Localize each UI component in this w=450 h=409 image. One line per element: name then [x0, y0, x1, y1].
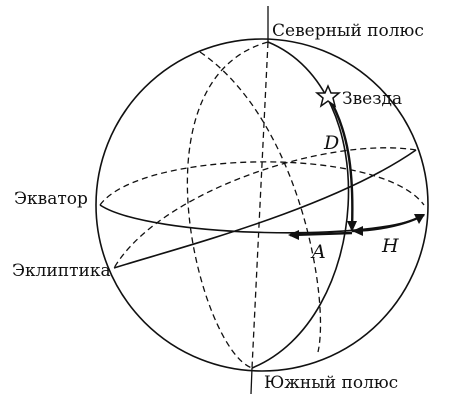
equator-back [99, 161, 425, 206]
ecliptic-label: Эклиптика [12, 261, 111, 281]
star-outline-icon [314, 84, 342, 108]
celestial-sphere [95, 38, 429, 372]
star-label: Звезда [342, 89, 402, 109]
ecliptic-back [113, 147, 417, 269]
equator-label: Экватор [14, 189, 88, 209]
polar-axis-bottom [250, 367, 253, 395]
polar-axis-hidden [251, 41, 269, 369]
meridian-dashed-left [186, 41, 269, 369]
hour-angle-label: H [381, 235, 399, 257]
declination-arc [326, 95, 354, 229]
south-pole-label: Южный полюс [264, 373, 398, 393]
right-ascension-arc [289, 231, 353, 237]
declination-label: D [323, 132, 339, 154]
hour-circle-front [251, 41, 350, 369]
hour-angle-arrowhead-right [414, 214, 425, 224]
north-pole-label: Северный полюс [272, 21, 424, 41]
hour-angle-arrowhead-left [352, 226, 363, 236]
declination-arrowhead [347, 221, 357, 232]
ecliptic-front [113, 149, 417, 269]
right-ascension-arrowhead [288, 230, 299, 240]
right-ascension-label: A [310, 241, 326, 263]
